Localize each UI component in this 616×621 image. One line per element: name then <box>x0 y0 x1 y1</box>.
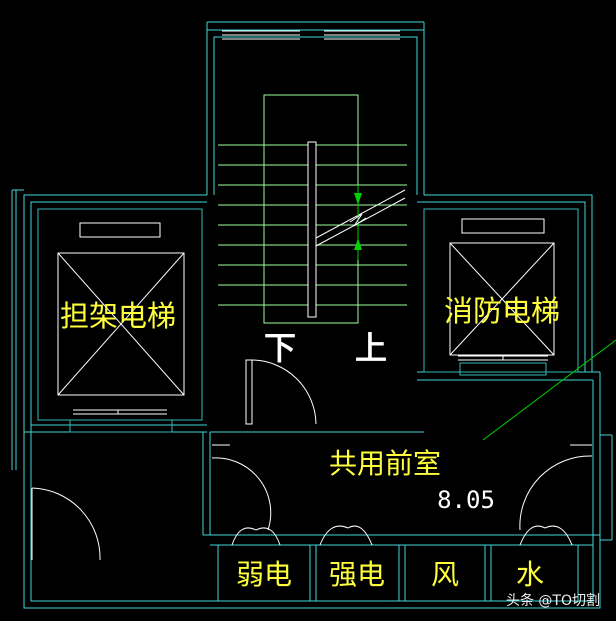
air-shaft-label: 风 <box>431 558 459 591</box>
shared-lobby-label: 共用前室 <box>329 447 441 480</box>
stretcher-elevator-label: 担架电梯 <box>60 299 176 333</box>
fire-elevator-label: 消防电梯 <box>444 294 560 328</box>
walls <box>11 21 613 609</box>
stair-up-label: 上 <box>355 329 387 367</box>
water-shaft-label: 水 <box>516 558 544 591</box>
stair-down-label: 下 <box>264 329 296 367</box>
watermark: 头条 @TO切割 <box>506 592 600 609</box>
stair-break-arrow <box>349 185 367 260</box>
fire-elevator-car <box>423 208 579 376</box>
stretcher-elevator-car <box>37 208 203 433</box>
top-windows <box>222 30 400 40</box>
elevation-label: 8.05 <box>437 486 495 514</box>
strong-current-room-label: 强电 <box>329 558 385 591</box>
weak-current-room-label: 弱电 <box>236 558 292 591</box>
guide-line <box>482 339 616 441</box>
doors <box>31 359 593 561</box>
